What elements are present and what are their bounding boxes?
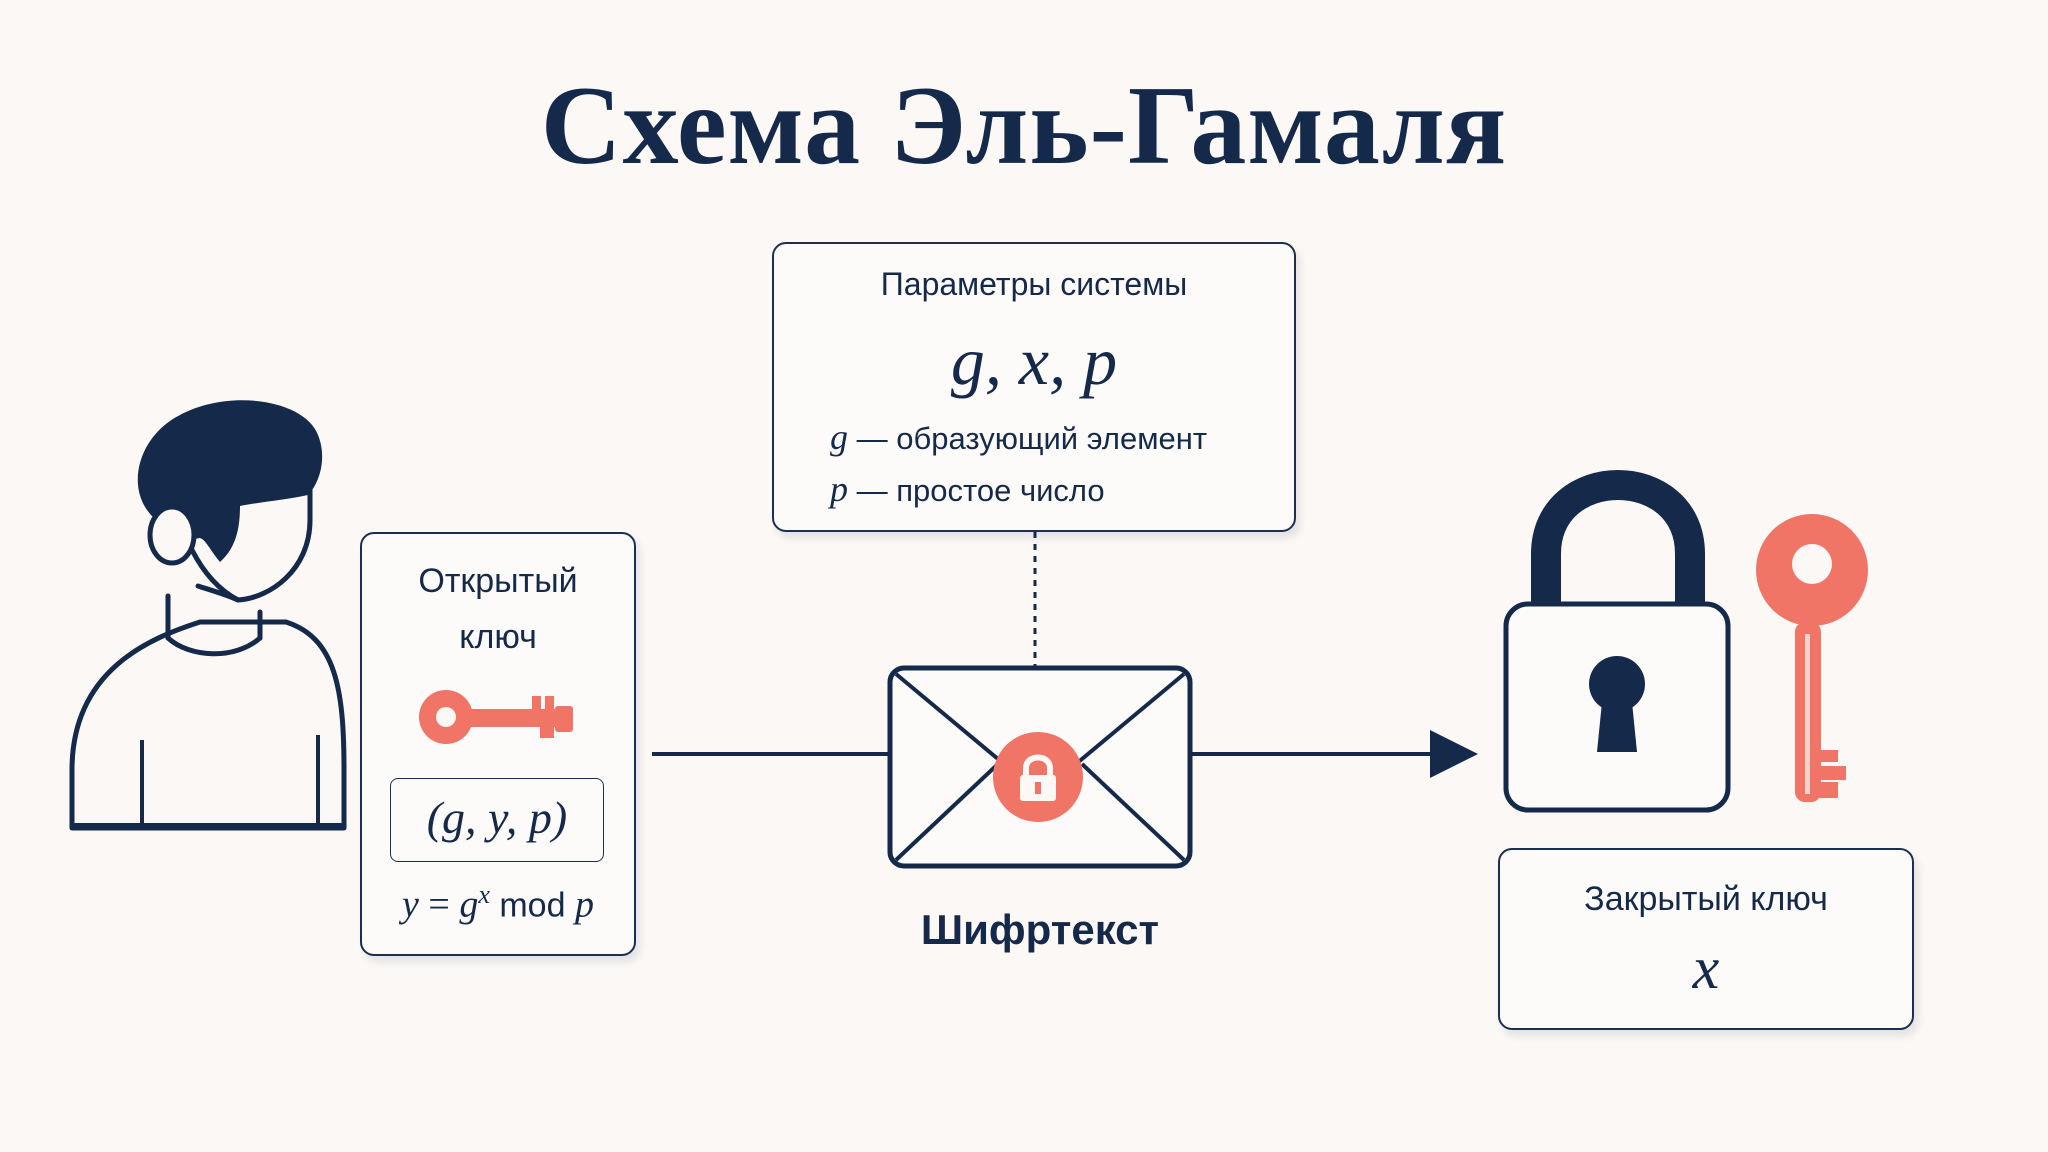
public-key-box: Открытый ключ bbox=[360, 532, 636, 956]
public-key-heading-line2: ключ bbox=[459, 618, 537, 656]
public-key-tuple-box: (g, y, p) bbox=[390, 778, 604, 862]
system-params-heading: Параметры системы bbox=[880, 266, 1188, 302]
system-params-formula: g, x, p bbox=[950, 323, 1118, 399]
page-title: Схема Эль-Гамаля bbox=[540, 64, 1508, 188]
eq-equals: = bbox=[428, 883, 450, 926]
lock-badge-icon bbox=[993, 732, 1083, 822]
public-key-equation: y = gx mod p bbox=[362, 880, 634, 927]
p-description: — простое число bbox=[856, 473, 1105, 508]
system-params-p-line: p — простое число bbox=[830, 468, 1105, 510]
flow-arrow bbox=[652, 730, 1478, 778]
private-key-heading: Закрытый ключ bbox=[1584, 880, 1828, 918]
public-key-tuple: (g, y, p) bbox=[426, 792, 568, 843]
ciphertext-label: Шифртекст bbox=[920, 906, 1160, 953]
padlock-icon bbox=[1503, 470, 1731, 813]
person-icon bbox=[69, 400, 347, 831]
g-description: — образующий элемент bbox=[856, 421, 1208, 456]
public-key-heading-line1: Открытый bbox=[418, 562, 578, 600]
eq-g: g bbox=[459, 883, 479, 926]
system-params-g-line: g — образующий элемент bbox=[830, 416, 1207, 458]
dotted-connector bbox=[1033, 532, 1037, 666]
eq-p: p bbox=[575, 883, 594, 926]
private-key-box: Закрытый ключ x bbox=[1498, 848, 1914, 1030]
system-params-box: Параметры системы g, x, p g — образующий… bbox=[772, 242, 1296, 532]
p-symbol: p bbox=[830, 469, 848, 509]
public-key-icon bbox=[419, 690, 573, 744]
g-symbol: g bbox=[830, 417, 848, 457]
eq-mod: mod bbox=[499, 886, 566, 925]
private-key-icon bbox=[1756, 514, 1868, 802]
eq-x: x bbox=[478, 880, 490, 909]
eq-y: y bbox=[402, 883, 419, 926]
private-key-value: x bbox=[1692, 935, 1720, 1001]
